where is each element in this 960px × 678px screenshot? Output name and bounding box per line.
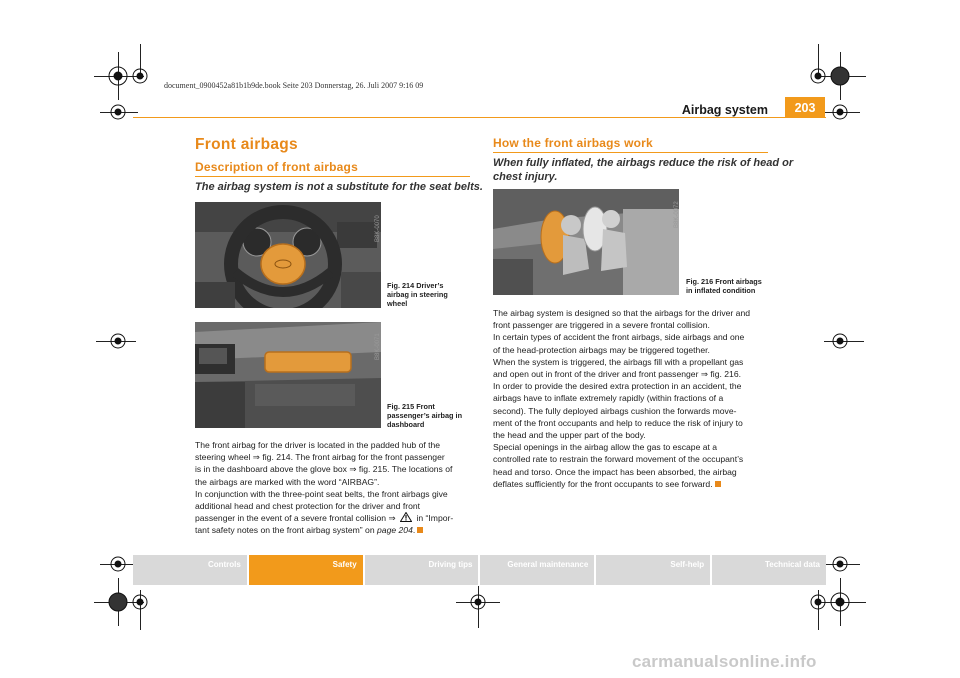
left-intro: The airbag system is not a substitute fo…: [195, 181, 483, 193]
right-body-text: The airbag system is designed so that th…: [493, 308, 750, 489]
tab-controls[interactable]: Controls: [133, 555, 249, 585]
tab-general-maintenance[interactable]: General maintenance: [480, 555, 597, 585]
page-reference-link[interactable]: page 204: [377, 525, 413, 536]
left-body-text: The front airbag for the driver is locat…: [195, 440, 454, 536]
print-slug: document_0900452a81b1b9de.book Seite 203…: [164, 81, 424, 90]
right-subtitle: How the front airbags work: [493, 136, 653, 150]
warning-triangle-icon: [399, 511, 413, 523]
header-rule: [133, 117, 826, 118]
tab-driving-tips[interactable]: Driving tips: [364, 555, 481, 585]
section-end-marker: [714, 480, 721, 487]
steering-wheel-illustration: [195, 202, 381, 308]
inflated-airbags-illustration: [493, 189, 679, 295]
figure-driver-airbag: [195, 202, 381, 308]
section-end-marker: [417, 527, 424, 534]
page-title: Front airbags: [195, 136, 298, 153]
dashboard-illustration: [195, 322, 381, 428]
figure-id: B8K-0071: [375, 333, 381, 360]
page-number: 203: [785, 97, 825, 117]
figure-inflated-airbags: [493, 189, 679, 295]
left-subtitle: Description of front airbags: [195, 160, 358, 174]
figure-passenger-airbag: [195, 322, 381, 428]
left-subtitle-rule: [195, 176, 470, 177]
tab-technical-data[interactable]: Technical data: [712, 555, 826, 585]
figure-id: B8K-0072: [674, 201, 680, 228]
watermark: carmanualsonline.info: [632, 652, 817, 671]
right-subtitle-rule: [493, 152, 768, 153]
section-header-title: Airbag system: [681, 103, 768, 117]
tab-safety[interactable]: Safety: [248, 555, 365, 585]
right-intro: When fully inflated, the airbags reduce …: [493, 157, 794, 183]
tab-self-help[interactable]: Self-help: [596, 555, 713, 585]
chapter-tabs: Controls Safety Driving tips General mai…: [133, 555, 826, 585]
figure-id: B8K-0070: [375, 215, 381, 242]
